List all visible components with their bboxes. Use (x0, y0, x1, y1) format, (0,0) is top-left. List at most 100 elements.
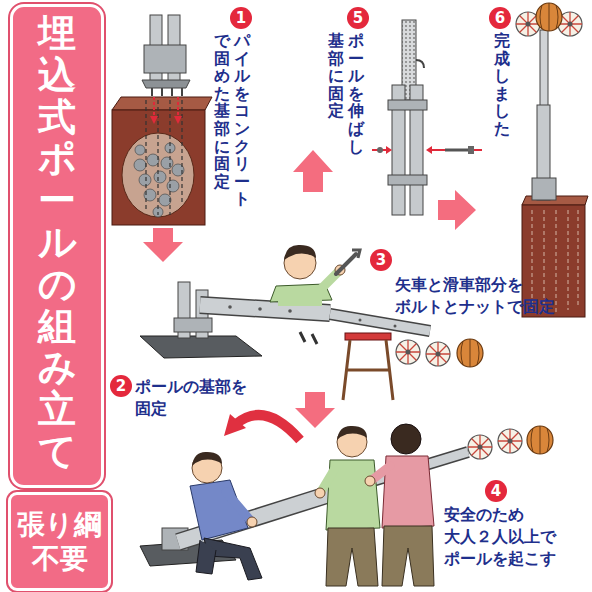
step1-picture-part-part (147, 154, 159, 166)
step6-picture-part (532, 210, 578, 312)
title-band: 埋込式ポールの組み立て (10, 4, 104, 488)
callout-circle: 6完成しました (489, 7, 511, 29)
step4-picture-part (337, 426, 367, 440)
step-text: パイルをコンクリートで固めた基部に固定 (214, 32, 250, 212)
step4-picture-part (196, 540, 216, 574)
step2-3-picture-part (200, 305, 330, 313)
callout-circle: 5ポールを伸ばし基部に固定 (347, 7, 369, 29)
step2-3-picture-part (330, 314, 430, 331)
step-arrows-part (143, 228, 183, 262)
step2-3-picture-part (300, 332, 317, 344)
step1-picture-part (134, 143, 184, 217)
step1-picture-part (174, 116, 182, 124)
step2-3-picture-part (174, 318, 212, 332)
step-arrows-part (438, 190, 476, 230)
step-text: 矢車と滑車部分を ボルトとナットで固定 (395, 274, 567, 318)
step1-picture-part (146, 100, 182, 215)
step5-picture-part (388, 175, 427, 185)
step2-3-picture-part (426, 342, 450, 366)
step4-picture-part (372, 466, 390, 480)
step2-3-picture-part (228, 305, 396, 327)
step2-3-picture-part (396, 340, 420, 364)
title-text: 埋込式ポールの組み立て (38, 13, 76, 473)
step4-picture-part (226, 492, 250, 520)
callout-number: 6 (489, 7, 511, 29)
step1-picture-part (150, 116, 158, 124)
step5-picture-part (426, 146, 432, 154)
step5-picture-part (445, 149, 470, 152)
step4-picture-part (322, 470, 334, 490)
step1-picture-part (112, 97, 212, 110)
step2-3-picture-part (200, 305, 330, 313)
step2-3-picture-part (343, 340, 393, 400)
step-text: 完成しました (494, 32, 510, 142)
step-arrows-part (293, 150, 333, 192)
callout-circle: 2ポールの基部を 固定 (110, 375, 132, 397)
step2-3-picture-part-part (394, 325, 397, 328)
callout-number: 5 (347, 7, 369, 29)
step2-3-picture-part-part (288, 309, 292, 313)
step2-3-picture-part-part (359, 319, 362, 322)
step6-picture-part (536, 3, 562, 31)
step2-3-picture-part (140, 336, 262, 358)
step2-3-picture-part (278, 296, 322, 306)
step2-3-picture-part (284, 245, 316, 260)
step1-picture-part (144, 45, 186, 73)
step1-picture-part-part (139, 174, 151, 186)
step2-3-picture-part-part (258, 307, 262, 311)
step2-3-picture-part (457, 339, 483, 367)
note-box: 張り綱 不要 (8, 492, 111, 591)
step4-picture-part (527, 426, 553, 454)
step2-3-picture-part (330, 314, 430, 331)
step-text: ポールの基部を 固定 (135, 376, 265, 420)
callout-number: 3 (370, 249, 392, 271)
step5-picture (372, 20, 482, 215)
step4-picture-part (382, 526, 434, 586)
step5-picture-part (416, 60, 424, 68)
note-text: 張り綱 不要 (13, 508, 106, 575)
step4-picture-part (326, 528, 378, 586)
step1-picture-part-part (159, 194, 171, 206)
step4-picture-part (365, 476, 375, 486)
step4-picture-part (247, 517, 257, 527)
step1-picture-part-part (154, 171, 166, 183)
step6-picture-part (532, 178, 556, 200)
callout-number: 2 (110, 375, 132, 397)
step5-picture-part (432, 149, 482, 151)
step4-picture-part (468, 435, 492, 459)
step4-picture-part (498, 429, 522, 453)
step4-picture-part (224, 414, 246, 436)
step-arrows-part (295, 392, 335, 428)
step1-picture-part-part (134, 159, 146, 171)
step5-picture-part (386, 146, 392, 154)
step6-picture-part (540, 30, 548, 110)
step2-3-picture (140, 245, 483, 400)
step1-picture-part (154, 97, 178, 118)
step1-picture-part-part (161, 157, 173, 169)
callout-circle: 4安全のため 大人２人以上で ポールを起こす (485, 480, 507, 502)
callout-number: 1 (230, 7, 252, 29)
step5-picture-part (377, 147, 383, 153)
step4-picture-part (315, 488, 325, 498)
step5-picture-part (468, 146, 474, 154)
step2-3-picture-part (345, 333, 391, 340)
step5-picture-part (388, 100, 427, 110)
step4-picture-part (192, 452, 222, 466)
step-text: 安全のため 大人２人以上で ポールを起こす (444, 504, 576, 570)
step-text: ポールを伸ばし基部に固定 (328, 32, 364, 157)
callout-circle: 1パイルをコンクリートで固めた基部に固定 (230, 7, 252, 29)
step1-picture-part (142, 80, 190, 88)
step4-picture-part (391, 424, 421, 454)
step1-picture-part-part (135, 145, 145, 155)
step1-picture-part-part (167, 180, 179, 192)
callout-number: 4 (485, 480, 507, 502)
callout-circle: 3矢車と滑車部分を ボルトとナットで固定 (370, 249, 392, 271)
step2-3-picture-part-part (228, 305, 232, 309)
step1-picture (112, 15, 212, 225)
step1-picture-part (152, 88, 182, 96)
step2-3-picture-part (336, 254, 356, 274)
step4-picture-part (236, 415, 300, 440)
step2-3-picture-part (352, 250, 360, 258)
